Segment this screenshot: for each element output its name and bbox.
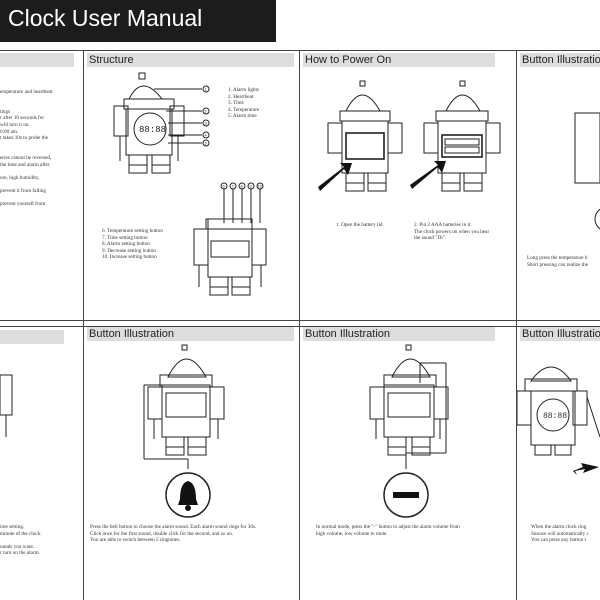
panel-header <box>0 53 74 67</box>
power-step-1: 1. Open the battery lid. <box>336 222 384 228</box>
clock-display: 88:88 <box>543 412 567 421</box>
callout-number: 6 <box>223 184 226 189</box>
robot-clock-front-diagram: 88:88 1 2 3 4 5 <box>113 72 267 296</box>
panel-title: Button Illustration <box>87 327 294 341</box>
panel-header <box>0 330 64 344</box>
panel-title: Structure <box>87 53 294 67</box>
grid-divider <box>0 50 600 51</box>
panel-title: How to Power On <box>303 53 495 67</box>
robot-partial-diagram <box>0 374 13 437</box>
grid-divider <box>83 50 84 600</box>
robot-partial-diagram <box>574 112 600 230</box>
panel-body-text: Press the bell button to choose the alar… <box>90 524 257 544</box>
callout-number: 2 <box>205 109 208 114</box>
panel-title: Button Illustration <box>303 327 495 341</box>
panel-power-on: How to Power On 1. Open the battery lid. <box>300 51 516 320</box>
panel-minus-button: Button Illustration In normal mode, pres… <box>300 327 516 600</box>
callout-number: 10 <box>258 184 263 189</box>
minus-icon <box>393 492 419 498</box>
callout-number: 1 <box>205 87 208 92</box>
grid-divider <box>0 320 600 321</box>
grid-divider <box>516 50 517 600</box>
bell-icon <box>178 481 198 505</box>
callout-number: 4 <box>205 133 208 138</box>
clock-display: 88:88 <box>139 125 166 135</box>
callout-number: 9 <box>250 184 253 189</box>
manual-title-banner: Clock User Manual <box>0 0 276 42</box>
arrow-icon <box>573 463 599 475</box>
callout-number: 5 <box>205 141 208 146</box>
callout-number: 3 <box>205 121 208 126</box>
panel-title: Button Illustration <box>520 327 600 341</box>
grid-divider <box>299 50 300 600</box>
battery-install-diagram <box>318 80 501 192</box>
callout-number: 8 <box>241 184 244 189</box>
panel-snooze-partial: Button Illustration 88:88 When the alarm… <box>517 327 600 600</box>
minus-button-diagram <box>369 344 449 518</box>
panel-body-text: In normal mode, press the "-" button to … <box>316 524 460 537</box>
panel-bell-button: Button Illustration Press the bell butto… <box>84 327 299 600</box>
manual-title: Clock User Manual <box>8 5 203 31</box>
power-step-2: 2. Put 2 AAA batteries in it.The clock p… <box>414 222 490 242</box>
panel-body-text: ime setting.minute of the clock. ounds y… <box>0 524 42 557</box>
callout-number: 7 <box>232 184 235 189</box>
panel-structure: Structure 88:88 1 <box>84 51 299 320</box>
panel-time-setting-partial: ime setting.minute of the clock. ounds y… <box>0 327 83 600</box>
panel-title: Button Illustration <box>520 53 600 67</box>
panel-button-temperature-partial: Button Illustration Long press the tempe… <box>517 51 600 320</box>
bell-button-diagram <box>143 344 225 518</box>
robot-alarm-diagram: 88:88 <box>517 366 600 475</box>
grid-divider <box>0 326 600 327</box>
